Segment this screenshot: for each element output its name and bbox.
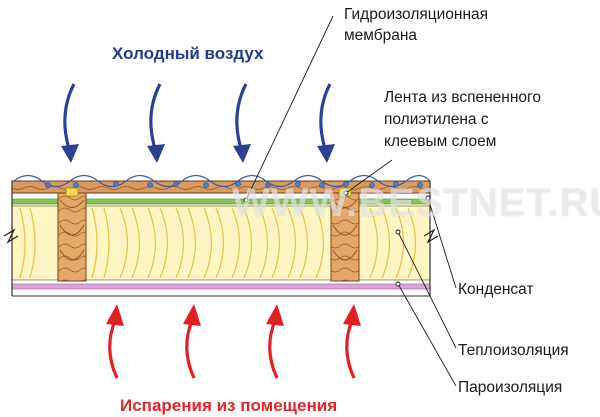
tape-label-line1: Лента из вспененного bbox=[384, 89, 541, 106]
leader-lines bbox=[245, 15, 457, 387]
cold-air-title: Холодный воздух bbox=[112, 44, 264, 63]
membrane-label-line1: Гидроизоляционная bbox=[344, 6, 489, 23]
break-mark-left bbox=[3, 228, 19, 244]
tape-label-line3: клеевым слоем bbox=[384, 133, 497, 150]
break-mark-right bbox=[423, 228, 439, 244]
membrane-label-line2: мембрана bbox=[344, 27, 418, 44]
insulation-wave bbox=[19, 207, 417, 279]
watermark: WWW.BESTNET.RU bbox=[232, 181, 600, 225]
tape-label-line2: полиэтилена с bbox=[384, 111, 489, 128]
vapor-barrier-label: Пароизоляция bbox=[458, 379, 563, 396]
condensate-label: Конденсат bbox=[458, 281, 534, 298]
condensate-wave bbox=[13, 174, 431, 188]
rafter-right bbox=[330, 187, 360, 282]
warm-vapor-arrows bbox=[106, 304, 361, 379]
droplets bbox=[45, 181, 423, 188]
rafter-left bbox=[57, 187, 87, 282]
cold-air-arrows bbox=[61, 83, 335, 163]
leader-dots bbox=[243, 190, 431, 287]
vapor-barrier-layer bbox=[11, 283, 431, 290]
indoor-vapor-title: Испарения из помещения bbox=[120, 396, 338, 415]
insulation-label: Теплоизоляция bbox=[458, 342, 569, 359]
